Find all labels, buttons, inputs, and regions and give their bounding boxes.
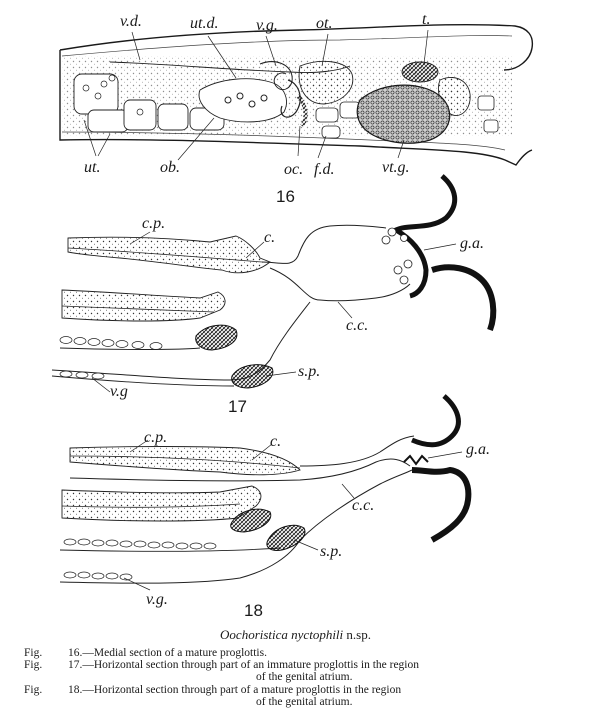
label-ut: ut. bbox=[84, 159, 101, 176]
label-t: t. bbox=[422, 11, 431, 28]
fig17-cirrus-pouch bbox=[67, 235, 271, 274]
label-utd: ut.d. bbox=[190, 15, 219, 32]
caption-text: 17.—Horizontal section through part of a… bbox=[68, 659, 419, 671]
species-title: Oochoristica nyctophili n.sp. bbox=[0, 627, 591, 643]
label-oc: oc. bbox=[284, 161, 304, 178]
label-sp-17: s.p. bbox=[298, 363, 321, 380]
fig16-drawing bbox=[59, 23, 534, 166]
caption-text: 16.—Medial section of a mature proglotti… bbox=[68, 647, 267, 659]
fig17-drawing bbox=[51, 174, 497, 393]
species-suffix: n.sp. bbox=[343, 627, 371, 642]
caption-continuation: of the genital atrium. bbox=[256, 696, 353, 708]
label-vd: v.d. bbox=[120, 13, 142, 30]
label-cp-18: c.p. bbox=[144, 429, 168, 446]
fig16-proglottis-outline bbox=[59, 23, 534, 166]
label-fd: f.d. bbox=[314, 161, 335, 178]
label-cc-17: c.c. bbox=[346, 317, 369, 334]
label-vtg: vt.g. bbox=[382, 159, 410, 176]
caption-fig-word: Fig. bbox=[24, 647, 43, 659]
label-vg: v.g. bbox=[256, 17, 278, 34]
label-sp-18: s.p. bbox=[320, 543, 343, 560]
label-ga-17: g.a. bbox=[460, 235, 484, 252]
label-cc-18: c.c. bbox=[352, 497, 375, 514]
label-c-18: c. bbox=[270, 433, 282, 450]
caption-fig18: Fig. 18.—Horizontal section through part … bbox=[24, 684, 572, 708]
caption-fig16: Fig. 16.—Medial section of a mature progl… bbox=[24, 647, 572, 659]
label-cp-17: c.p. bbox=[142, 215, 166, 232]
label-ob: ob. bbox=[160, 159, 180, 176]
fig17-atrium-wall bbox=[390, 174, 458, 299]
figure-number-17: 17 bbox=[228, 397, 247, 416]
label-ot: ot. bbox=[316, 15, 333, 32]
figure-number-18: 18 bbox=[244, 601, 263, 620]
caption-fig-word: Fig. bbox=[24, 659, 43, 671]
label-vg-17: v.g bbox=[110, 383, 128, 400]
fig18-drawing bbox=[59, 394, 472, 591]
caption-continuation: of the genital atrium. bbox=[256, 671, 353, 683]
figure-number-16: 16 bbox=[276, 187, 295, 206]
label-c-17: c. bbox=[264, 229, 276, 246]
label-vg-18: v.g. bbox=[146, 591, 168, 608]
caption-text: 18.—Horizontal section through part of a… bbox=[68, 684, 402, 696]
caption-fig-word: Fig. bbox=[24, 684, 43, 696]
species-name: Oochoristica nyctophili bbox=[220, 627, 344, 642]
label-ga-18: g.a. bbox=[466, 441, 490, 458]
caption-fig17: Fig. 17.—Horizontal section through part … bbox=[24, 659, 572, 683]
